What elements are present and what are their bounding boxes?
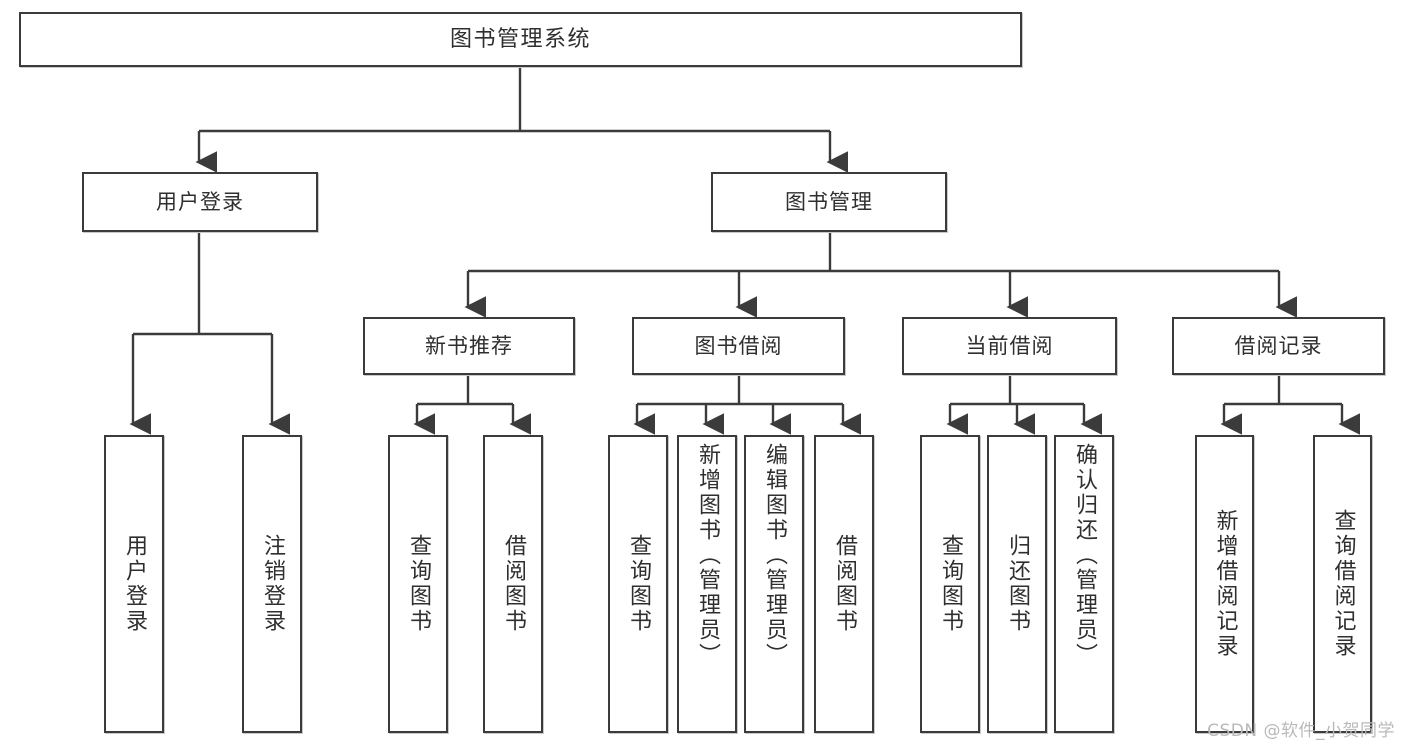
leaf-confirm-return-admin[interactable]: 确认归还（管理员）: [1054, 435, 1114, 733]
node-label: 查询图书: [406, 534, 431, 634]
csdn-watermark: CSDN @软件_小贺同学: [1207, 721, 1395, 741]
node-label: 注销登录: [260, 534, 285, 634]
node-label: 当前借阅: [965, 333, 1054, 358]
node-label: 查询图书: [938, 534, 963, 634]
node-user-login[interactable]: 用户登录: [82, 172, 318, 232]
node-label: 查询借阅记录: [1330, 509, 1356, 659]
node-new-book-recommend[interactable]: 新书推荐: [363, 317, 575, 375]
node-label: 借阅图书: [501, 534, 526, 634]
node-label: 新增借阅记录: [1212, 509, 1238, 659]
node-root-book-management-system[interactable]: 图书管理系统: [19, 12, 1022, 67]
leaf-add-borrow-record[interactable]: 新增借阅记录: [1195, 435, 1254, 733]
leaf-query-book-recommend[interactable]: 查询图书: [388, 435, 448, 733]
node-label: 查询图书: [626, 534, 651, 634]
node-label: 确认归还（管理员）: [1072, 443, 1097, 668]
leaf-user-login[interactable]: 用户登录: [104, 435, 164, 733]
node-label: 借阅记录: [1234, 333, 1323, 358]
leaf-return-book[interactable]: 归还图书: [987, 435, 1047, 733]
node-label: 用户登录: [122, 534, 147, 634]
node-label: 借阅图书: [832, 534, 857, 634]
leaf-edit-book-admin[interactable]: 编辑图书（管理员）: [744, 435, 804, 733]
node-label: 新增图书（管理员）: [695, 443, 720, 668]
node-borrow-record[interactable]: 借阅记录: [1172, 317, 1385, 375]
node-current-borrow[interactable]: 当前借阅: [902, 317, 1117, 375]
leaf-borrow-book-borrow[interactable]: 借阅图书: [814, 435, 874, 733]
node-label: 图书借阅: [694, 333, 783, 358]
leaf-query-book-borrow[interactable]: 查询图书: [608, 435, 668, 733]
node-label: 归还图书: [1005, 534, 1030, 634]
node-label: 图书管理: [785, 189, 873, 214]
node-book-management[interactable]: 图书管理: [711, 172, 947, 232]
leaf-logout-login[interactable]: 注销登录: [242, 435, 302, 733]
node-label: 新书推荐: [425, 333, 513, 358]
leaf-query-borrow-record[interactable]: 查询借阅记录: [1313, 435, 1372, 733]
node-book-borrow[interactable]: 图书借阅: [632, 317, 845, 375]
node-label: 编辑图书（管理员）: [762, 443, 787, 668]
leaf-query-book-current[interactable]: 查询图书: [920, 435, 980, 733]
node-label: 图书管理系统: [449, 26, 591, 52]
leaf-add-book-admin[interactable]: 新增图书（管理员）: [677, 435, 737, 733]
node-label: 用户登录: [156, 189, 244, 214]
leaf-borrow-book-recommend[interactable]: 借阅图书: [483, 435, 543, 733]
